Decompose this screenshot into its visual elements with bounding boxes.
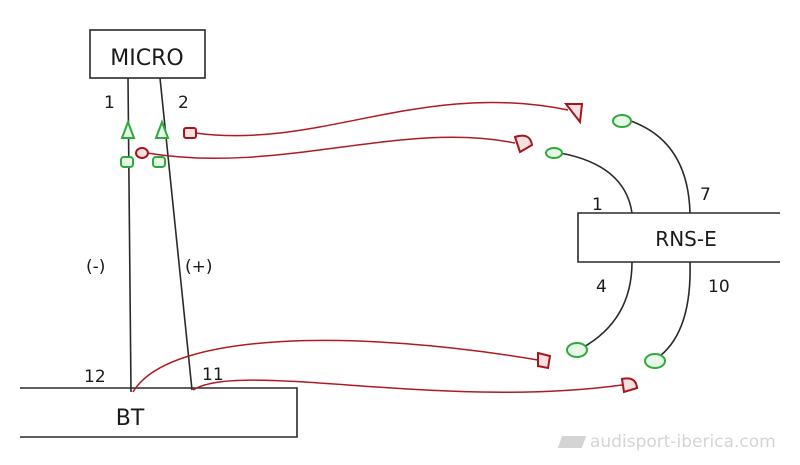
green-connector-icon bbox=[120, 119, 136, 139]
pin-rns-7: 7 bbox=[700, 185, 711, 205]
green-connector-icon bbox=[545, 147, 563, 159]
green-connector-icon bbox=[644, 353, 666, 369]
green-connector-icon bbox=[152, 156, 166, 168]
watermark-text: audisport-iberica.com bbox=[590, 432, 776, 452]
red-wire-1 bbox=[194, 101, 569, 137]
pin-rns-1: 1 bbox=[592, 195, 603, 215]
bt-label: BT bbox=[116, 406, 145, 431]
micro-label: MICRO bbox=[110, 46, 183, 71]
wire-rns-1 bbox=[559, 152, 633, 214]
rns-label: RNS-E bbox=[655, 227, 716, 251]
pin-micro-2: 2 bbox=[178, 93, 189, 113]
pin-micro-1: 1 bbox=[104, 93, 115, 113]
watermark: audisport-iberica.com bbox=[557, 432, 776, 452]
audisport-logo-icon bbox=[557, 436, 587, 448]
pin-rns-4: 4 bbox=[596, 277, 607, 297]
micro-box bbox=[89, 29, 206, 79]
red-wire-3 bbox=[132, 339, 539, 393]
pin-bt-11: 11 bbox=[202, 365, 224, 385]
green-connector-icon bbox=[154, 119, 170, 139]
wire-pos bbox=[159, 77, 193, 391]
pin-bt-12: 12 bbox=[84, 367, 106, 387]
wire-rns-10 bbox=[659, 261, 691, 357]
red-connector-icon bbox=[183, 127, 197, 139]
red-connector-icon bbox=[513, 134, 534, 154]
green-connector-icon bbox=[612, 114, 632, 128]
wire-rns-4 bbox=[581, 261, 633, 349]
polarity-pos: (+) bbox=[185, 257, 213, 277]
pin-rns-10: 10 bbox=[708, 277, 730, 297]
red-connector-icon bbox=[620, 377, 639, 394]
green-connector-icon bbox=[566, 342, 588, 358]
red-connector-icon bbox=[537, 351, 552, 370]
red-wire-2 bbox=[146, 136, 516, 159]
red-wire-4 bbox=[192, 379, 623, 393]
polarity-neg: (-) bbox=[86, 257, 105, 277]
bt-box bbox=[20, 387, 298, 438]
green-connector-icon bbox=[120, 156, 134, 168]
red-connector-icon bbox=[563, 103, 584, 125]
red-connector-icon bbox=[135, 147, 149, 159]
wire-rns-7 bbox=[627, 119, 691, 214]
rns-box bbox=[577, 212, 780, 263]
